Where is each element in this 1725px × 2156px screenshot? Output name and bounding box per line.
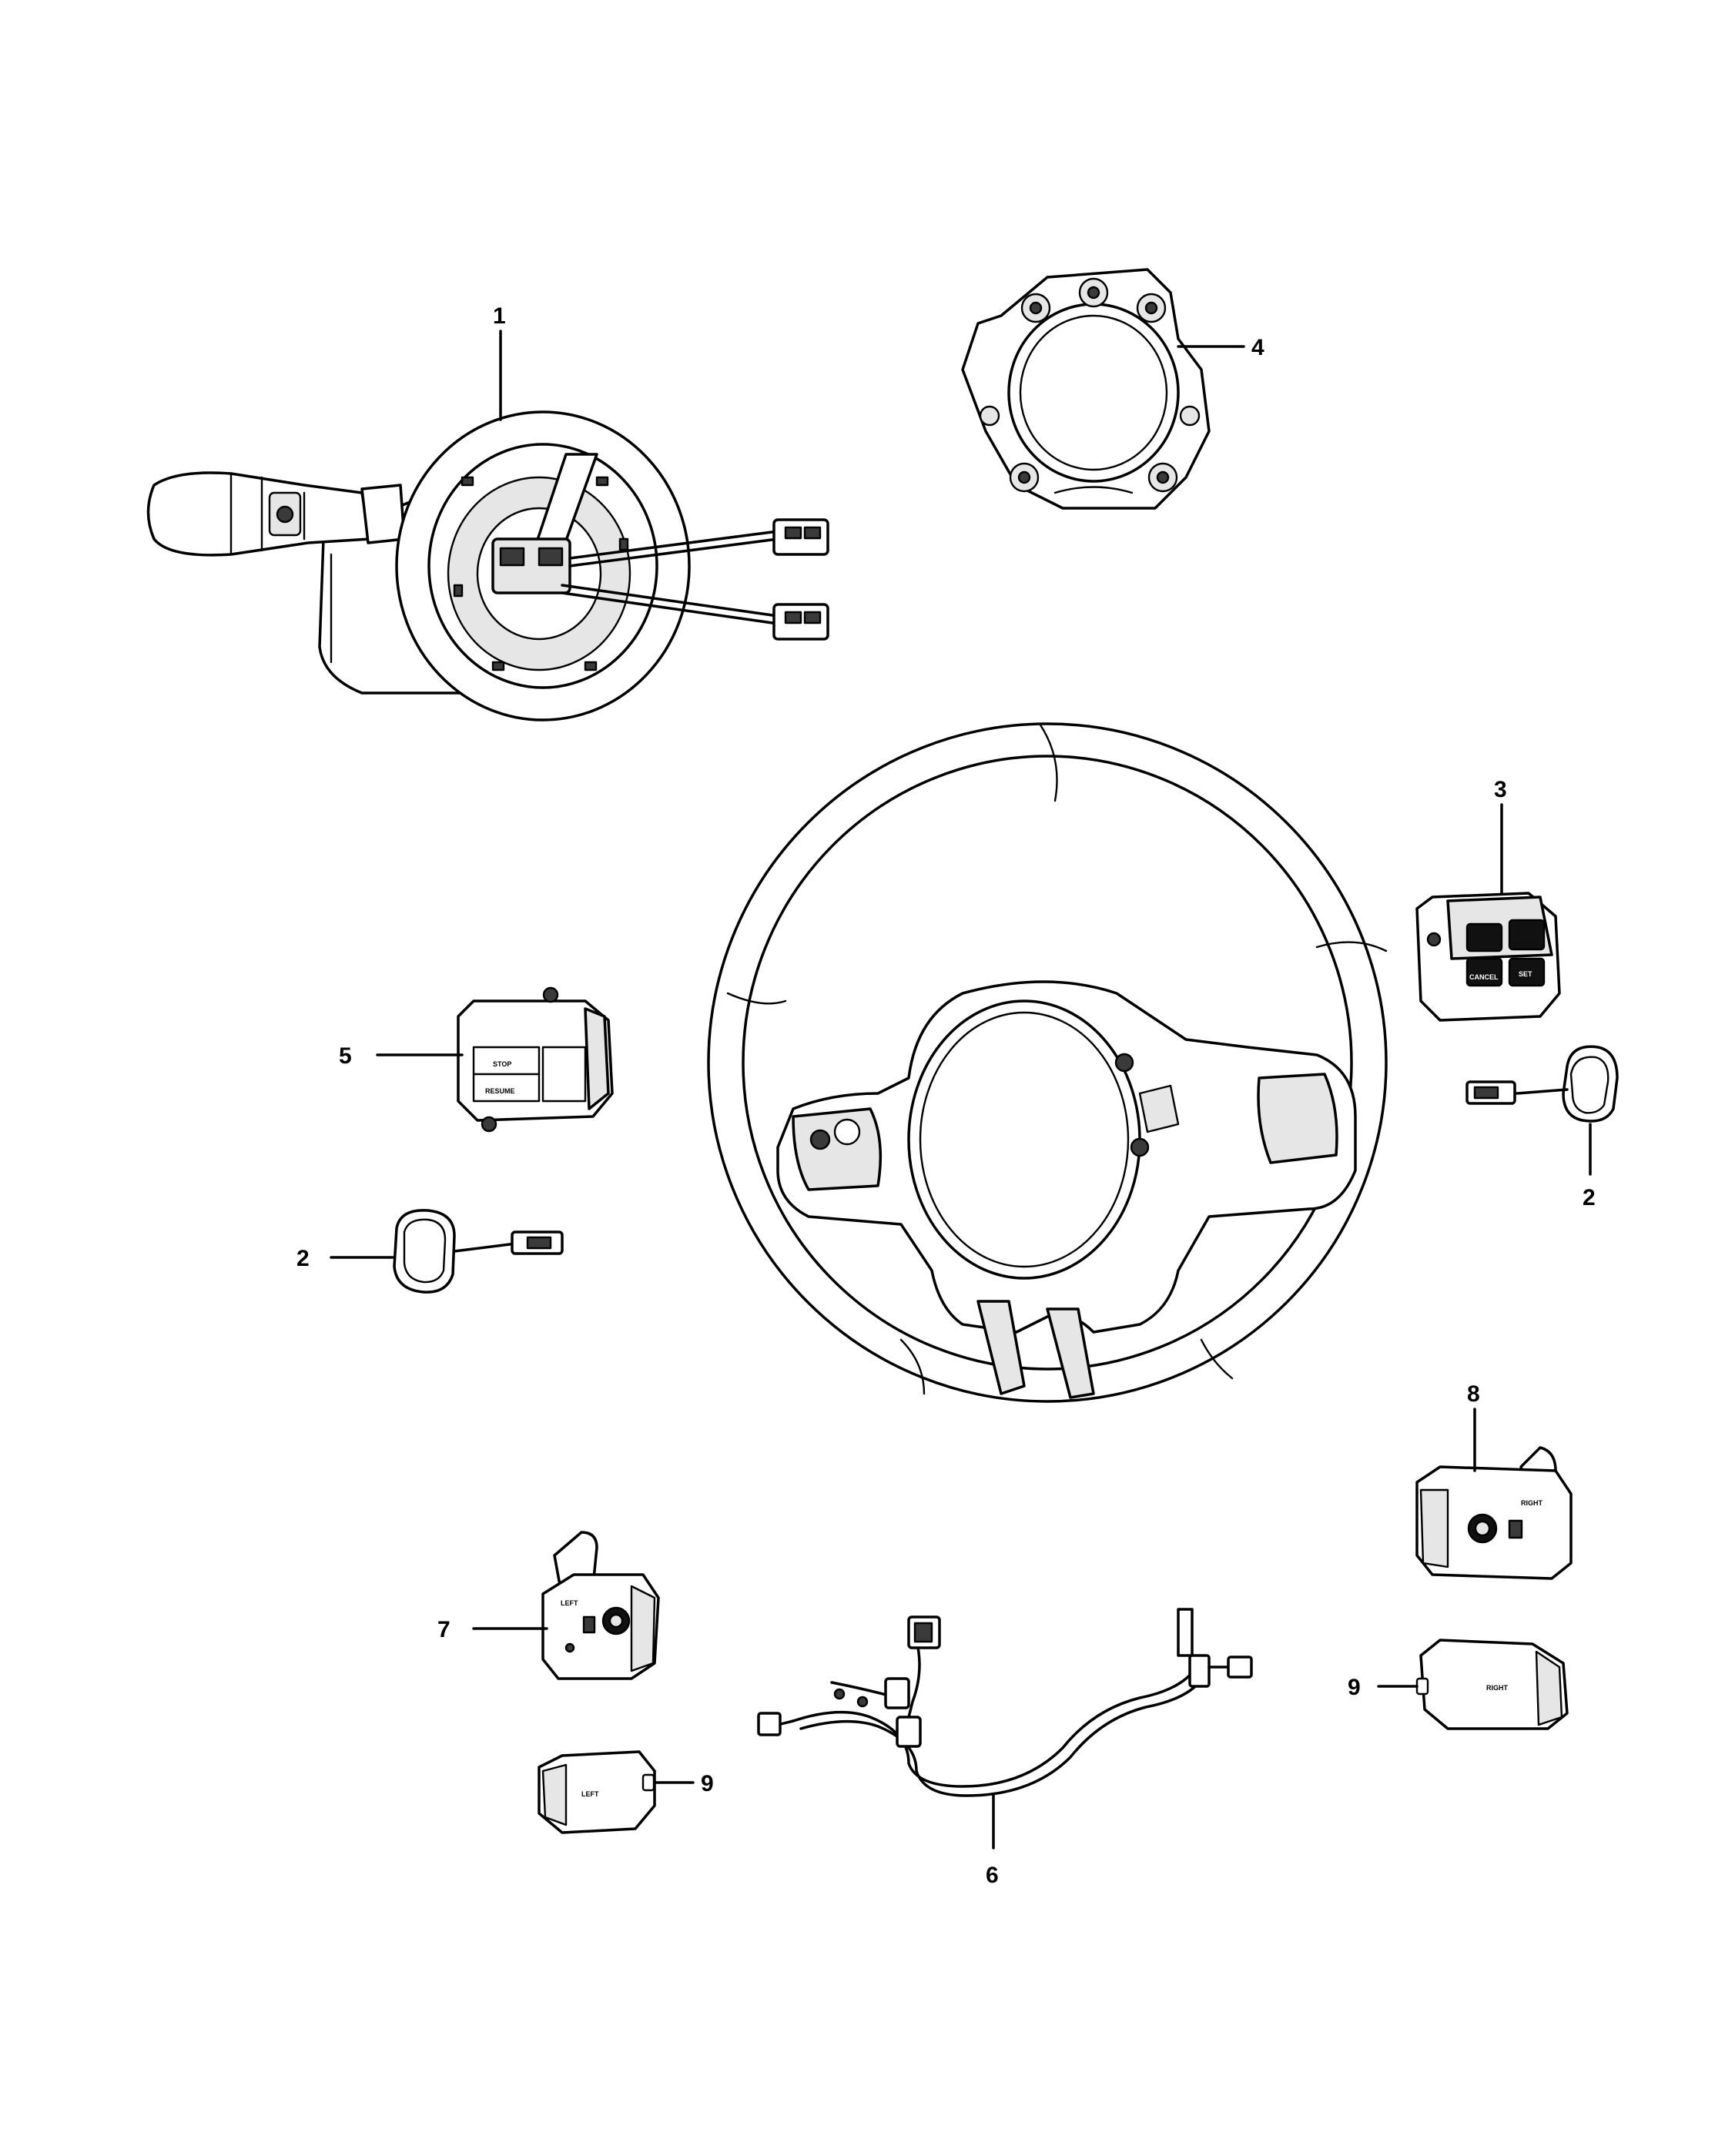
- part-2-horn-switch-right[interactable]: [1465, 1045, 1619, 1123]
- steering-wheel: [707, 722, 1388, 1403]
- callout-9-right: 9: [1348, 1675, 1361, 1700]
- stop-label: STOP: [493, 1060, 511, 1068]
- part-3-speed-control-switch-right[interactable]: CANCEL SET: [1415, 892, 1561, 1022]
- callout-7: 7: [437, 1617, 451, 1642]
- part-5-speed-control-switch-left[interactable]: STOP RESUME: [457, 986, 614, 1133]
- callout-1: 1: [493, 303, 506, 329]
- paddle-right-label: RIGHT: [1521, 1499, 1543, 1507]
- callout-6: 6: [986, 1863, 999, 1888]
- callout-5: 5: [339, 1043, 352, 1069]
- callout-2-left: 2: [296, 1246, 310, 1271]
- part-1-clockspring-switch[interactable]: [146, 410, 829, 721]
- paddle-left-label: LEFT: [561, 1599, 578, 1607]
- part-7-paddle-shifter-left[interactable]: LEFT: [541, 1531, 660, 1680]
- part-9-switch-cover-left[interactable]: LEFT: [538, 1750, 656, 1834]
- cancel-label: CANCEL: [1469, 973, 1499, 981]
- part-9-switch-cover-right[interactable]: RIGHT: [1415, 1639, 1569, 1730]
- cover-left-label: LEFT: [581, 1790, 599, 1798]
- callout-2-right: 2: [1583, 1185, 1596, 1210]
- callout-8: 8: [1467, 1381, 1480, 1407]
- resume-label: RESUME: [485, 1087, 515, 1095]
- clockspring-pigtail-cables: [561, 518, 829, 641]
- set-label: SET: [1519, 970, 1532, 978]
- part-4-switch-mount-bracket[interactable]: [961, 268, 1211, 510]
- callout-9-left: 9: [701, 1771, 714, 1796]
- part-2-horn-switch-left[interactable]: [393, 1209, 564, 1294]
- callout-3: 3: [1494, 777, 1507, 802]
- part-6-wiring-harness[interactable]: [757, 1608, 1253, 1797]
- cover-right-label: RIGHT: [1486, 1684, 1509, 1692]
- callout-4: 4: [1251, 335, 1264, 360]
- part-8-paddle-shifter-right[interactable]: RIGHT: [1415, 1446, 1573, 1580]
